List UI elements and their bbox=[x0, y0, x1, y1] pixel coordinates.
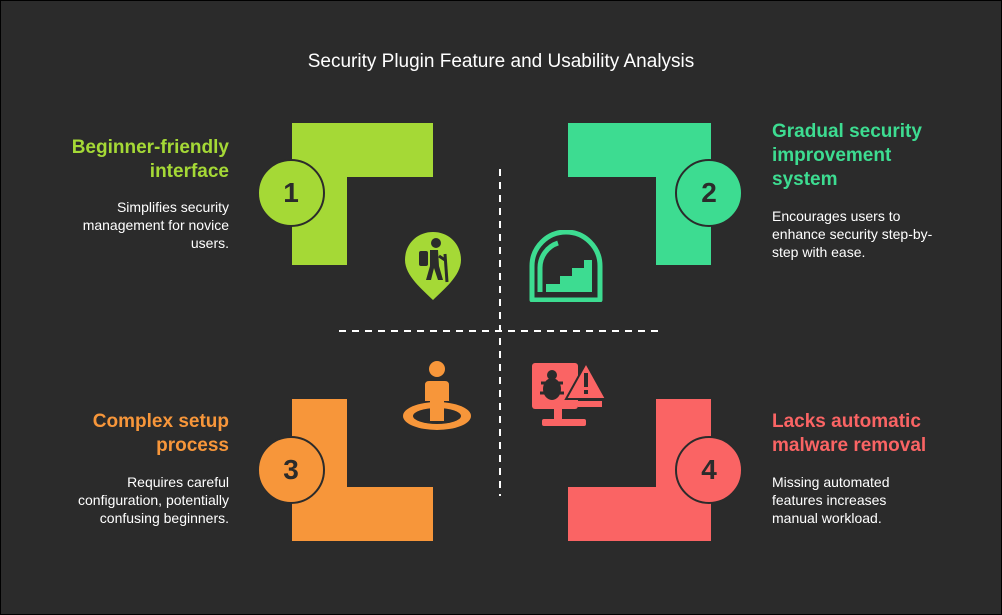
diagram-title: Security Plugin Feature and Usability An… bbox=[307, 51, 695, 72]
quadrant-3-description: Requires careful configuration, potentia… bbox=[78, 474, 229, 526]
quadrant-4-shape bbox=[568, 399, 711, 541]
quadrant-1-description: Simplifies security management for novic… bbox=[82, 199, 229, 251]
steps-arch-icon bbox=[529, 230, 603, 302]
bug-alert-monitor-icon bbox=[532, 360, 608, 426]
quadrant-4-heading: Lacks automatic malware removal bbox=[772, 411, 927, 456]
quadrant-2-shape bbox=[568, 123, 711, 265]
person-target-icon bbox=[403, 361, 471, 430]
quadrant-3-number: 3 bbox=[257, 436, 325, 504]
quadrant-4-description: Missing automated features increases man… bbox=[772, 474, 890, 526]
quadrant-4-number: 4 bbox=[675, 436, 743, 504]
quadrant-2-number: 2 bbox=[675, 159, 743, 227]
quadrant-2-heading: Gradual security improvement system bbox=[772, 121, 922, 190]
quadrant-3-heading: Complex setup process bbox=[92, 411, 229, 456]
hiker-pin-icon bbox=[405, 232, 461, 300]
quadrant-1-heading: Beginner-friendly interface bbox=[71, 137, 229, 182]
quadrant-1-number: 1 bbox=[257, 159, 325, 227]
quadrant-1-shape bbox=[292, 123, 433, 265]
quadrant-3-shape bbox=[292, 399, 433, 541]
quadrant-2-description: Encourages users to enhance security ste… bbox=[772, 208, 933, 260]
